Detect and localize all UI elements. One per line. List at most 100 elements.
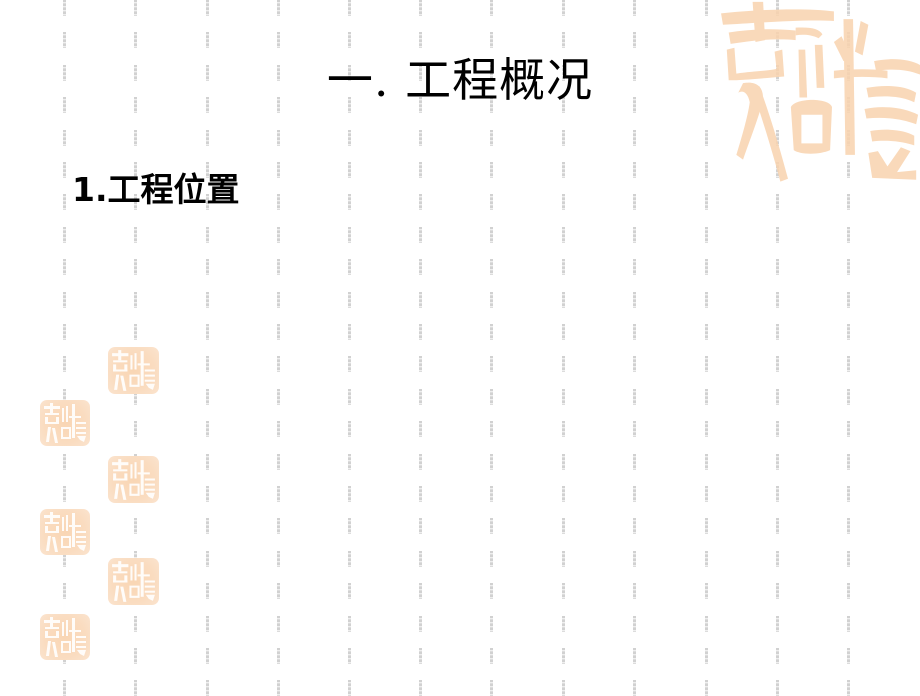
grid-dash bbox=[134, 648, 137, 664]
grid-dash bbox=[633, 292, 636, 308]
grid-dash bbox=[776, 292, 779, 308]
grid-dash bbox=[134, 680, 137, 696]
grid-dash bbox=[277, 389, 280, 405]
grid-dash bbox=[705, 292, 708, 308]
grid-dash bbox=[776, 551, 779, 567]
grid-dash bbox=[348, 551, 351, 567]
grid-dash bbox=[134, 130, 137, 146]
grid-dash bbox=[847, 421, 850, 437]
grid-dash bbox=[490, 551, 493, 567]
grid-dash bbox=[277, 97, 280, 113]
grid-dash bbox=[562, 227, 565, 243]
grid-dash bbox=[705, 97, 708, 113]
grid-dash bbox=[847, 648, 850, 664]
grid-dash bbox=[490, 421, 493, 437]
grid-dash bbox=[562, 454, 565, 470]
grid-dash bbox=[776, 680, 779, 696]
grid-dash bbox=[134, 259, 137, 275]
grid-dash bbox=[633, 551, 636, 567]
grid-dash bbox=[705, 648, 708, 664]
grid-dash bbox=[348, 648, 351, 664]
grid-dash bbox=[277, 194, 280, 210]
grid-dash bbox=[633, 486, 636, 502]
grid-dash bbox=[776, 0, 779, 16]
grid-dash bbox=[705, 324, 708, 340]
grid-dash bbox=[847, 162, 850, 178]
grid-dash bbox=[847, 454, 850, 470]
grid-dash bbox=[562, 389, 565, 405]
grid-dash bbox=[63, 680, 66, 696]
grid-dash bbox=[490, 389, 493, 405]
grid-dash bbox=[847, 551, 850, 567]
grid-dash bbox=[134, 389, 137, 405]
grid-dash bbox=[490, 583, 493, 599]
grid-dash bbox=[419, 194, 422, 210]
grid-dash bbox=[63, 162, 66, 178]
grid-dash bbox=[134, 162, 137, 178]
grid-dash bbox=[705, 486, 708, 502]
grid-dash bbox=[705, 421, 708, 437]
grid-dash bbox=[562, 616, 565, 632]
grid-dash bbox=[776, 356, 779, 372]
grid-dash bbox=[277, 65, 280, 81]
grid-dash bbox=[206, 259, 209, 275]
grid-dash bbox=[277, 616, 280, 632]
grid-dash bbox=[705, 130, 708, 146]
grid-dash bbox=[490, 65, 493, 81]
grid-dash bbox=[63, 324, 66, 340]
grid-dash bbox=[348, 486, 351, 502]
grid-dash bbox=[348, 130, 351, 146]
grid-dash bbox=[490, 259, 493, 275]
grid-dash bbox=[419, 648, 422, 664]
grid-dash bbox=[490, 324, 493, 340]
grid-dash bbox=[490, 454, 493, 470]
grid-dash bbox=[490, 680, 493, 696]
grid-dash bbox=[63, 551, 66, 567]
grid-dash bbox=[348, 32, 351, 48]
grid-dash bbox=[348, 389, 351, 405]
grid-dash bbox=[562, 421, 565, 437]
grid-dash bbox=[348, 454, 351, 470]
grid-dash bbox=[490, 32, 493, 48]
grid-dash bbox=[705, 680, 708, 696]
grid-dash bbox=[63, 454, 66, 470]
grid-dash bbox=[348, 259, 351, 275]
grid-dash bbox=[776, 194, 779, 210]
grid-dash bbox=[277, 648, 280, 664]
grid-dash bbox=[562, 0, 565, 16]
grid-dash bbox=[206, 97, 209, 113]
grid-dash bbox=[419, 680, 422, 696]
grid-dash bbox=[562, 583, 565, 599]
grid-dash bbox=[277, 324, 280, 340]
grid-dash bbox=[419, 130, 422, 146]
grid-dash bbox=[63, 292, 66, 308]
grid-dash bbox=[134, 292, 137, 308]
grid-dash bbox=[776, 32, 779, 48]
grid-dash bbox=[134, 65, 137, 81]
grid-dash bbox=[633, 65, 636, 81]
section-heading: 1.工程位置 bbox=[72, 170, 240, 209]
grid-dash bbox=[277, 227, 280, 243]
grid-dash bbox=[633, 324, 636, 340]
grid-dash bbox=[633, 356, 636, 372]
grid-dash bbox=[776, 389, 779, 405]
grid-dash bbox=[277, 162, 280, 178]
grid-dash bbox=[490, 356, 493, 372]
grid-dash bbox=[633, 680, 636, 696]
grid-dash bbox=[419, 32, 422, 48]
grid-dash bbox=[134, 0, 137, 16]
grid-dash bbox=[562, 194, 565, 210]
grid-dash bbox=[63, 583, 66, 599]
grid-dash bbox=[63, 97, 66, 113]
grid-dash bbox=[419, 324, 422, 340]
grid-dash bbox=[134, 32, 137, 48]
grid-dash bbox=[705, 616, 708, 632]
grid-dash bbox=[633, 616, 636, 632]
grid-dash bbox=[277, 680, 280, 696]
grid-dash bbox=[419, 0, 422, 16]
grid-dash bbox=[206, 292, 209, 308]
grid-dash bbox=[705, 389, 708, 405]
grid-dash bbox=[277, 421, 280, 437]
grid-dash bbox=[348, 292, 351, 308]
